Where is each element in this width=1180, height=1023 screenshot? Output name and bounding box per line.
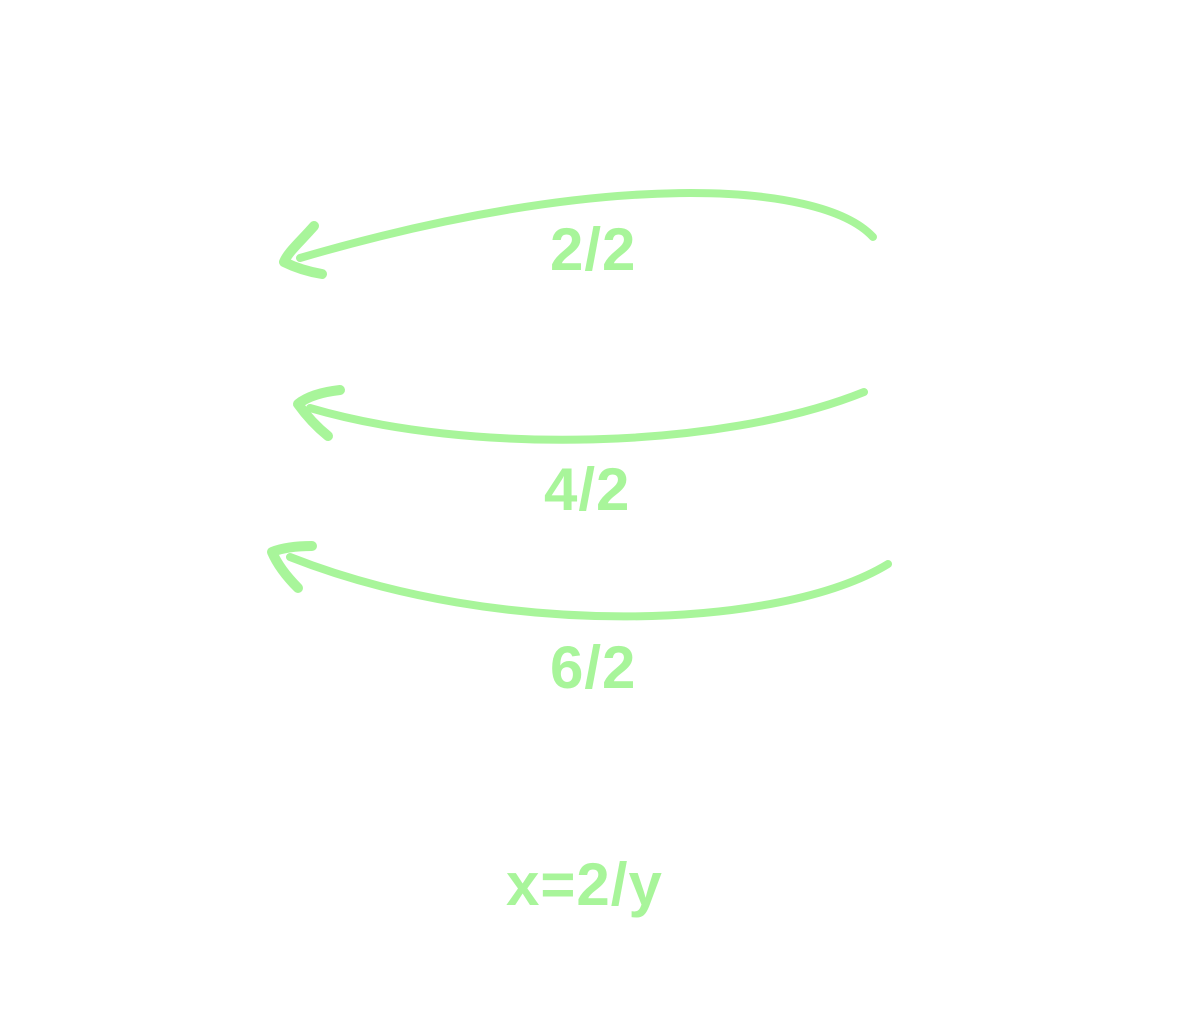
curved-arrow-left-icon	[267, 541, 892, 621]
arrow-label-3: 6/2	[550, 634, 637, 701]
arrow-label-2: 4/2	[544, 456, 631, 523]
curved-arrow-left-icon	[293, 385, 868, 444]
formula-text: x=2/y	[506, 851, 663, 918]
curved-arrow-left-icon	[279, 189, 877, 279]
arrow-label-1: 2/2	[550, 216, 637, 283]
